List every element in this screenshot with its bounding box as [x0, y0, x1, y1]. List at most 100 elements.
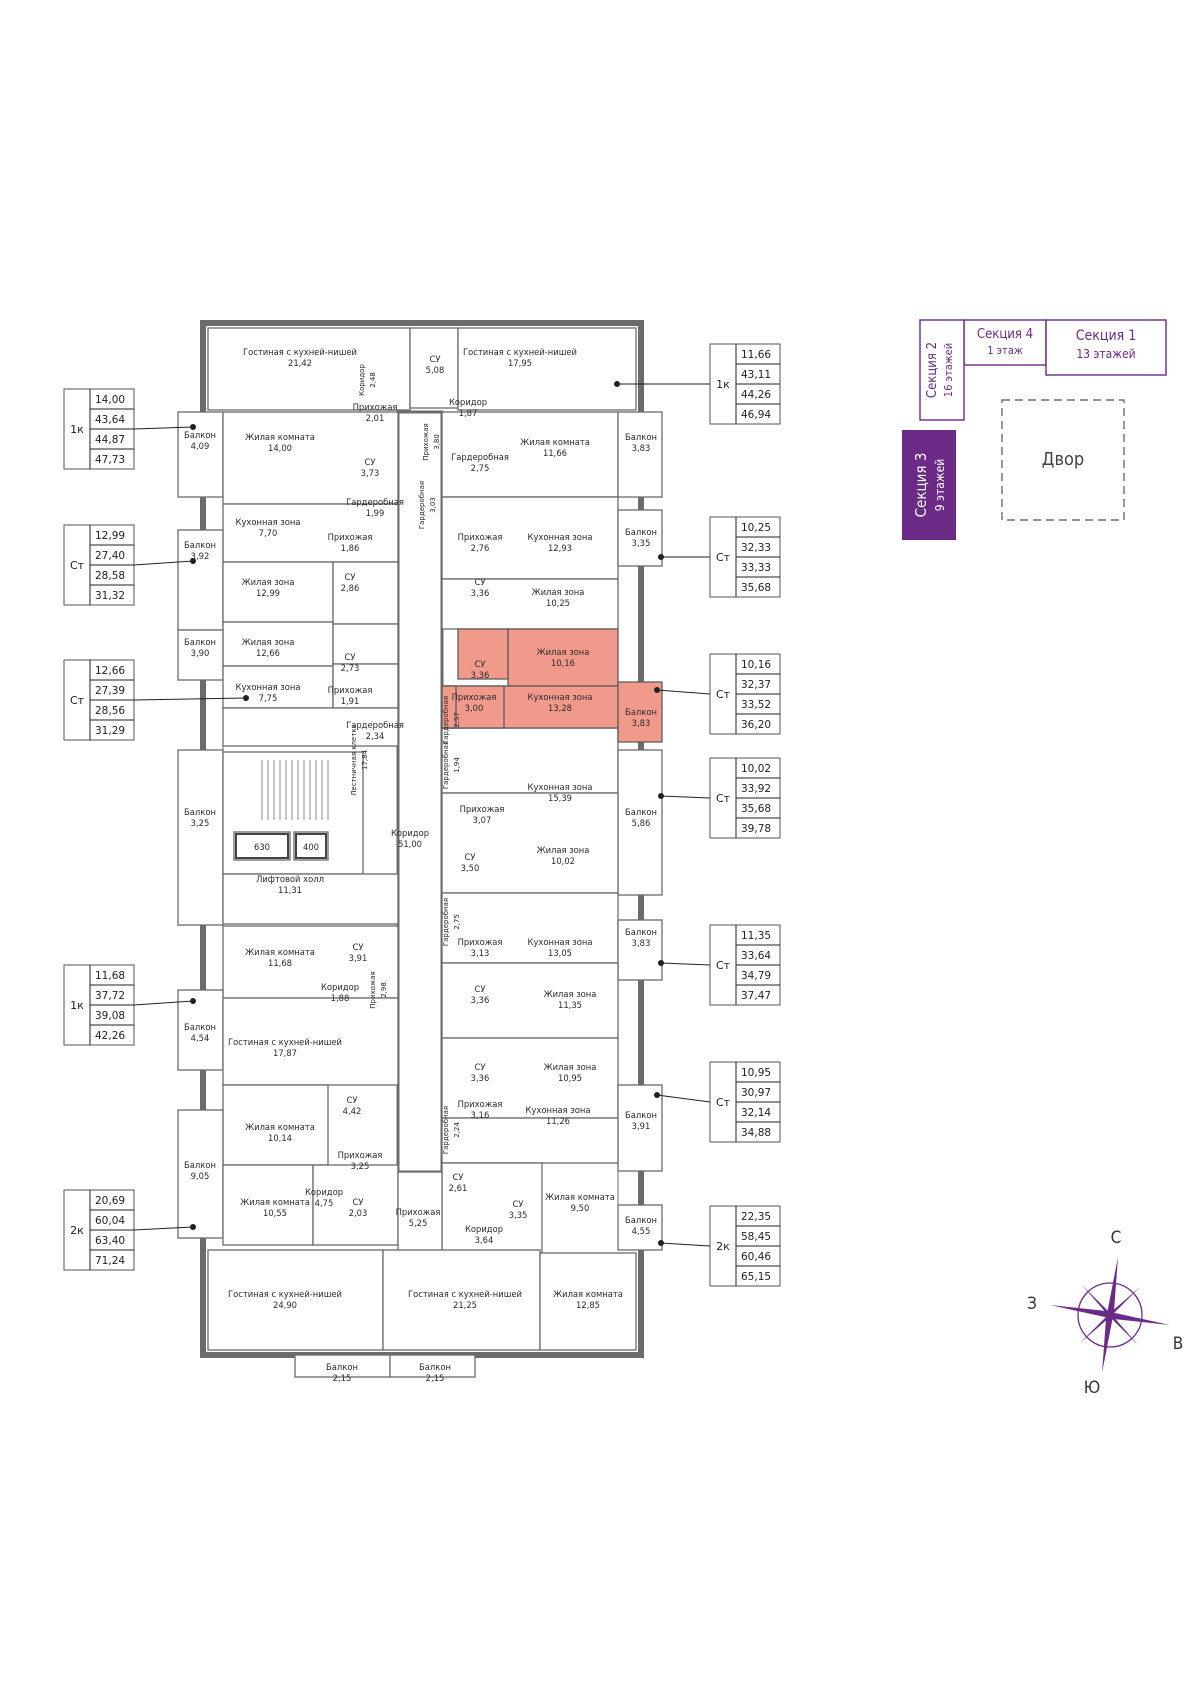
leader-dot	[243, 695, 249, 701]
room-name: Жилая комната	[245, 432, 315, 442]
room-area: 1,99	[366, 508, 385, 518]
room-area: 3,91	[632, 1121, 651, 1131]
room-name: Балкон	[625, 527, 657, 537]
yard-label: Двор	[1042, 449, 1084, 470]
room-area: 15,39	[548, 793, 572, 803]
leader-line	[133, 1000, 194, 1006]
room-name: СУ	[453, 1172, 464, 1182]
room-name: Кухонная зона	[528, 692, 593, 702]
section1-floors: 13 этажей	[1076, 347, 1135, 361]
room-name: Коридор	[391, 828, 429, 838]
key-plan: Секция 4 1 этаж Секция 1 13 этажей Секци…	[902, 319, 1167, 540]
elevator-label: 400	[303, 842, 319, 852]
room-area: 3,80	[433, 434, 441, 450]
apartment-area-value: 35,68	[741, 803, 771, 815]
leader-line	[133, 426, 194, 430]
room-name: Прихожая	[422, 423, 430, 461]
room-area: 5,86	[632, 818, 651, 828]
room-name: Прихожая	[458, 937, 503, 947]
room-area: 10,25	[546, 598, 570, 608]
room-area: 3,07	[473, 815, 492, 825]
room-name: Балкон	[184, 430, 216, 440]
room-area: 9,50	[571, 1203, 590, 1213]
room-name: Гардеробная	[418, 481, 426, 529]
compass-west: З	[1027, 1294, 1037, 1314]
apartment-area-value: 11,68	[95, 970, 125, 982]
room-area: 5,08	[426, 365, 445, 375]
room-name: Жилая комната	[245, 947, 315, 957]
room-name: Жилая комната	[520, 437, 590, 447]
room-area: 2,75	[453, 914, 461, 930]
leader-line	[656, 689, 711, 695]
room-name: Жилая комната	[245, 1122, 315, 1132]
highlighted-bathroom	[457, 628, 509, 680]
apartment-area-value: 11,66	[741, 349, 771, 361]
apartment-area-value: 33,33	[741, 562, 771, 574]
apartment-area-value: 37,47	[741, 990, 771, 1002]
leader-line	[660, 962, 711, 966]
room-name: СУ	[475, 984, 486, 994]
apartment-type: 1к	[70, 999, 84, 1012]
apartment-area-value: 33,64	[741, 950, 771, 962]
room-name: Балкон	[184, 807, 216, 817]
room-name: Балкон	[184, 1022, 216, 1032]
room-name: Прихожая	[452, 692, 497, 702]
section4-name: Секция 4	[977, 327, 1033, 342]
room-area: 14,00	[268, 443, 292, 453]
room-name: Гардеробная	[346, 720, 404, 730]
leader-dot	[654, 1092, 660, 1098]
room-name: Балкон	[625, 707, 657, 717]
room-area: 12,85	[576, 1300, 600, 1310]
room-name: СУ	[430, 354, 441, 364]
room-area: 1,91	[341, 696, 360, 706]
room-area: 21,42	[288, 358, 312, 368]
apartment-area-value: 32,37	[741, 679, 771, 691]
room-area: 4,75	[315, 1198, 334, 1208]
room-area: 3,03	[429, 497, 437, 513]
section3-name: Секция 3	[912, 453, 930, 518]
apartment-area-value: 20,69	[95, 1195, 125, 1207]
room-name: Прихожая	[353, 402, 398, 412]
room-name: Кухонная зона	[528, 782, 593, 792]
apartment-type: 2к	[70, 1224, 84, 1237]
apartment-area-value: 12,99	[95, 530, 125, 542]
room-name: Жилая зона	[242, 637, 295, 647]
room-area: 10,55	[263, 1208, 287, 1218]
apartment-type: Ст	[716, 688, 731, 701]
compass-south: Ю	[1084, 1378, 1101, 1398]
room-area: 3,00	[465, 703, 484, 713]
room-area: 2,03	[349, 1208, 368, 1218]
apartment-area-value: 32,14	[741, 1107, 771, 1119]
room-name: Жилая комната	[240, 1197, 310, 1207]
room-area: 9,05	[191, 1171, 210, 1181]
room-area: 3,36	[471, 588, 490, 598]
room-name: Гардеробная	[442, 696, 450, 744]
room-name: СУ	[345, 652, 356, 662]
room-area: 10,16	[551, 658, 575, 668]
room-area: 7,70	[259, 528, 278, 538]
room-area: 3,83	[632, 443, 651, 453]
room-name: Кухонная зона	[528, 532, 593, 542]
room-name: СУ	[353, 1197, 364, 1207]
